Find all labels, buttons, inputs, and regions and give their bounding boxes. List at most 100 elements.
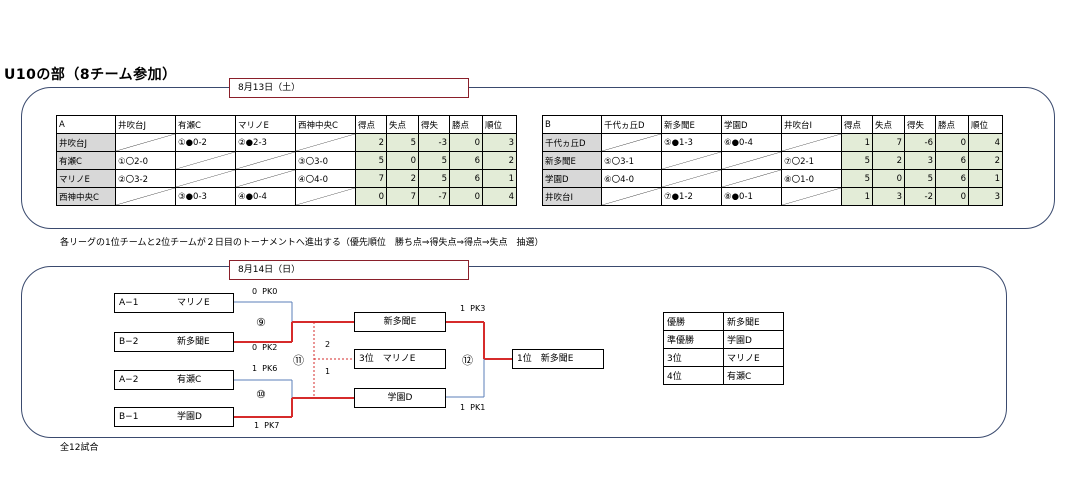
seed-label: B−1: [119, 412, 139, 422]
seed-label: A−1: [119, 298, 139, 308]
match-11-number: ⑪: [293, 354, 304, 367]
diagonal-line: [237, 170, 294, 187]
empty-cell: [115, 187, 176, 206]
empty-cell: [115, 133, 176, 152]
seed-team: 有瀬C: [177, 375, 202, 385]
diagonal-line: [297, 134, 354, 151]
diagonal-line: [297, 188, 354, 205]
stat-cell: 0: [872, 169, 905, 188]
stat-cell: 0: [355, 187, 387, 206]
semifinal-box-1: 新多聞E: [354, 312, 446, 332]
stat-cell: 3: [904, 151, 936, 170]
diagonal-line: [783, 188, 840, 205]
team-name: 有瀬C: [56, 151, 116, 170]
stat-cell: 3: [482, 133, 517, 152]
diagonal-line: [117, 134, 174, 151]
diagonal-line: [237, 152, 294, 169]
stat-cell: 2: [482, 151, 517, 170]
empty-cell: [721, 169, 782, 188]
team-name: 井吹台J: [56, 133, 116, 152]
day1-date: 8月13日（土）: [229, 78, 469, 98]
diagonal-line: [177, 152, 234, 169]
stat-cell: 1: [482, 169, 517, 188]
empty-cell: [781, 133, 842, 152]
stat-cell: 6: [449, 151, 483, 170]
seed-label: A−2: [119, 375, 139, 385]
stat-cell: 7: [355, 169, 387, 188]
diagonal-line: [783, 134, 840, 151]
result-rank: 準優勝: [663, 330, 724, 349]
final-results-table: 優勝新多聞E 準優勝学園D 3位マリノE 4位有瀬C: [663, 312, 784, 385]
score-10a: 1 PK6: [252, 364, 278, 373]
stat-cell: 4: [968, 133, 1003, 152]
diagonal-line: [603, 134, 660, 151]
empty-cell: [781, 187, 842, 206]
stat-cell: 6: [449, 169, 483, 188]
diagonal-line: [603, 188, 660, 205]
day2-panel: [21, 266, 1007, 438]
seed-a1: A−1 マリノE: [114, 293, 234, 313]
stat-cell: -6: [904, 133, 936, 152]
stat-cell: 5: [904, 169, 936, 188]
empty-cell: [295, 187, 356, 206]
result-rank: 3位: [663, 348, 724, 367]
stat-cell: -2: [904, 187, 936, 206]
score-9b: 0 PK2: [252, 343, 278, 352]
stat-cell: 0: [449, 187, 483, 206]
stat-cell: 1: [841, 187, 873, 206]
stat-cell: 3: [968, 187, 1003, 206]
diagonal-line: [723, 170, 780, 187]
diagonal-line: [117, 188, 174, 205]
score-10b: 1 PK7: [254, 421, 280, 430]
stat-cell: 3: [872, 187, 905, 206]
stat-cell: 5: [841, 169, 873, 188]
stat-cell: 7: [872, 133, 905, 152]
seed-b1: B−1 学園D: [114, 407, 234, 427]
seed-team: 新多聞E: [177, 337, 210, 347]
result-team: 有瀬C: [723, 366, 784, 385]
seed-team: 学園D: [177, 412, 202, 422]
stat-cell: 7: [386, 187, 419, 206]
page-title: U10の部（8チーム参加）: [4, 67, 177, 83]
score-11a: 2: [325, 340, 331, 349]
result-row: 優勝新多聞E: [663, 312, 784, 331]
advancement-note: 各リーグの1位チームと2位チームが２日目のトーナメントへ進出する（優先順位 勝ち…: [60, 238, 544, 248]
stat-cell: 2: [355, 133, 387, 152]
seed-team: マリノE: [177, 298, 210, 308]
stat-cell: -3: [418, 133, 450, 152]
champion-box: 1位 新多聞E: [512, 349, 604, 369]
seed-b2: B−2 新多聞E: [114, 332, 234, 352]
stat-cell: 0: [386, 151, 419, 170]
seed-a2: A−2 有瀬C: [114, 370, 234, 390]
score-9a: 0 PK0: [252, 287, 278, 296]
total-matches: 全12試合: [60, 443, 99, 453]
diagonal-line: [663, 170, 720, 187]
match-12-number: ⑫: [462, 354, 473, 367]
stat-cell: 2: [968, 151, 1003, 170]
result-row: 3位マリノE: [663, 348, 784, 367]
empty-cell: [235, 169, 296, 188]
result-row: 準優勝学園D: [663, 330, 784, 349]
match-9-number: ⑨: [256, 316, 266, 329]
day1-panel: [21, 87, 1055, 229]
seed-label: B−2: [119, 337, 139, 347]
score-12a: 1 PK3: [460, 304, 486, 313]
diagonal-line: [723, 152, 780, 169]
result-team: マリノE: [723, 348, 784, 367]
empty-cell: [601, 133, 662, 152]
result-team: 新多聞E: [723, 312, 784, 331]
stat-cell: 5: [418, 151, 450, 170]
stat-cell: 6: [935, 169, 969, 188]
empty-cell: [295, 133, 356, 152]
day2-date: 8月14日（日）: [229, 260, 469, 280]
